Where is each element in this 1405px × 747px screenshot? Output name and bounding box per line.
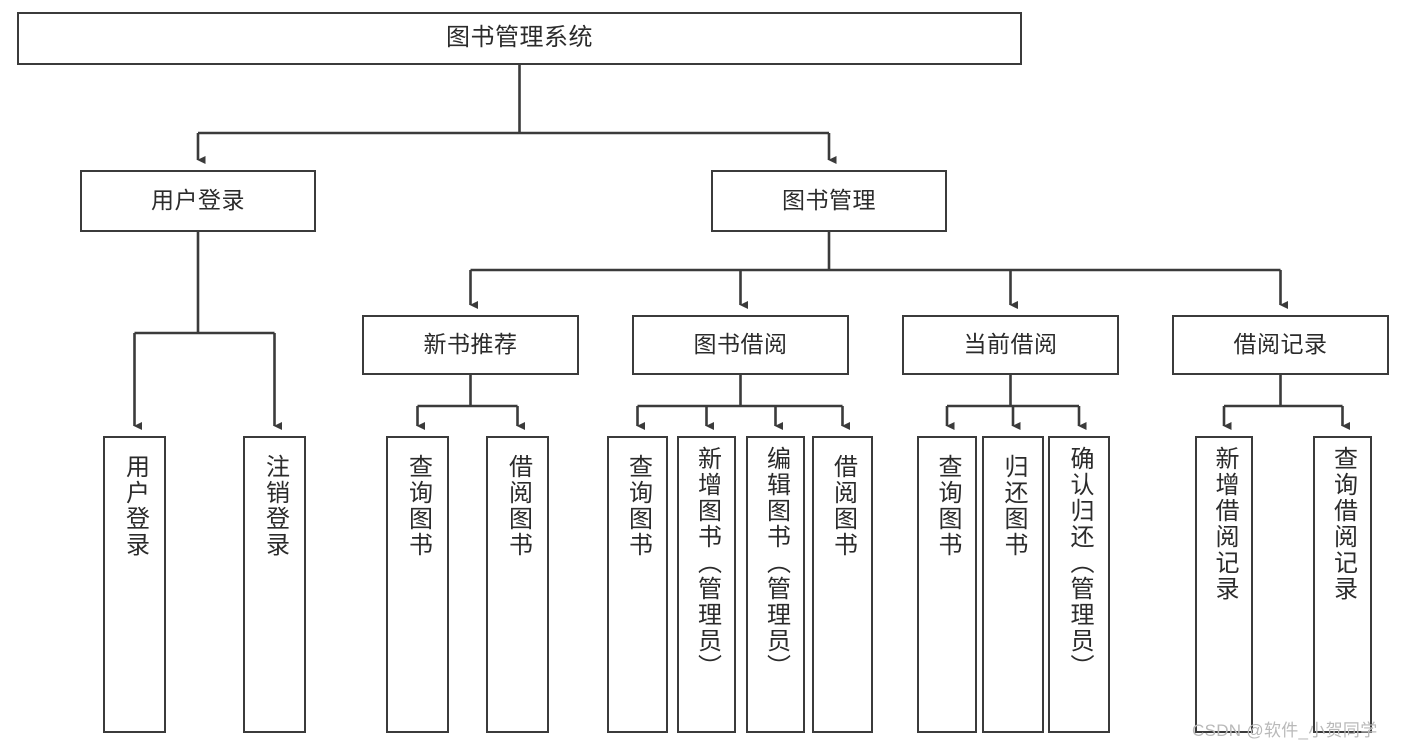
node-label: 新书推荐: [423, 331, 518, 358]
node-leaf-confirm-ret[interactable]: 确认归还（管理员）: [1048, 436, 1110, 733]
node-label: 新增借阅记录: [1211, 446, 1238, 602]
node-leaf-user-login[interactable]: 用户登录: [103, 436, 166, 733]
node-label: 图书管理: [782, 187, 876, 214]
node-label: 图书借阅: [693, 331, 788, 358]
node-current-borrow[interactable]: 当前借阅: [902, 315, 1119, 375]
node-leaf-query-book-2[interactable]: 查询图书: [607, 436, 668, 733]
node-label: 用户登录: [121, 454, 149, 558]
node-label: 查询图书: [624, 454, 652, 558]
node-label: 图书管理系统: [446, 24, 593, 52]
node-label: 归还图书: [1000, 454, 1027, 558]
node-label: 借阅记录: [1233, 331, 1328, 358]
csdn-watermark: CSDN @软件_小贺同学: [1192, 721, 1378, 740]
node-book-manage[interactable]: 图书管理: [711, 170, 947, 232]
node-leaf-query-record[interactable]: 查询借阅记录: [1313, 436, 1372, 733]
node-label: 查询图书: [404, 454, 432, 558]
node-leaf-add-book[interactable]: 新增图书（管理员）: [677, 436, 736, 733]
node-leaf-query-book-3[interactable]: 查询图书: [917, 436, 977, 733]
node-user-login[interactable]: 用户登录: [80, 170, 316, 232]
node-leaf-borrow-book-2[interactable]: 借阅图书: [812, 436, 873, 733]
node-label: 用户登录: [151, 187, 245, 214]
node-label: 查询借阅记录: [1329, 446, 1357, 602]
node-label: 注销登录: [261, 454, 289, 558]
node-leaf-borrow-book-1[interactable]: 借阅图书: [486, 436, 549, 733]
node-book-borrow[interactable]: 图书借阅: [632, 315, 849, 375]
node-root[interactable]: 图书管理系统: [17, 12, 1022, 65]
node-label: 当前借阅: [963, 331, 1058, 358]
node-leaf-add-record[interactable]: 新增借阅记录: [1195, 436, 1253, 733]
node-leaf-return-book[interactable]: 归还图书: [982, 436, 1044, 733]
node-label: 编辑图书（管理员）: [762, 446, 790, 680]
node-label: 新增图书（管理员）: [693, 446, 721, 680]
node-label: 确认归还（管理员）: [1066, 446, 1093, 680]
node-label: 借阅图书: [504, 454, 532, 558]
node-label: 借阅图书: [829, 454, 857, 558]
node-label: 查询图书: [934, 454, 961, 558]
node-leaf-query-book-1[interactable]: 查询图书: [386, 436, 449, 733]
node-leaf-edit-book[interactable]: 编辑图书（管理员）: [746, 436, 805, 733]
node-new-book-rec[interactable]: 新书推荐: [362, 315, 579, 375]
node-borrow-record[interactable]: 借阅记录: [1172, 315, 1389, 375]
node-leaf-logout[interactable]: 注销登录: [243, 436, 306, 733]
